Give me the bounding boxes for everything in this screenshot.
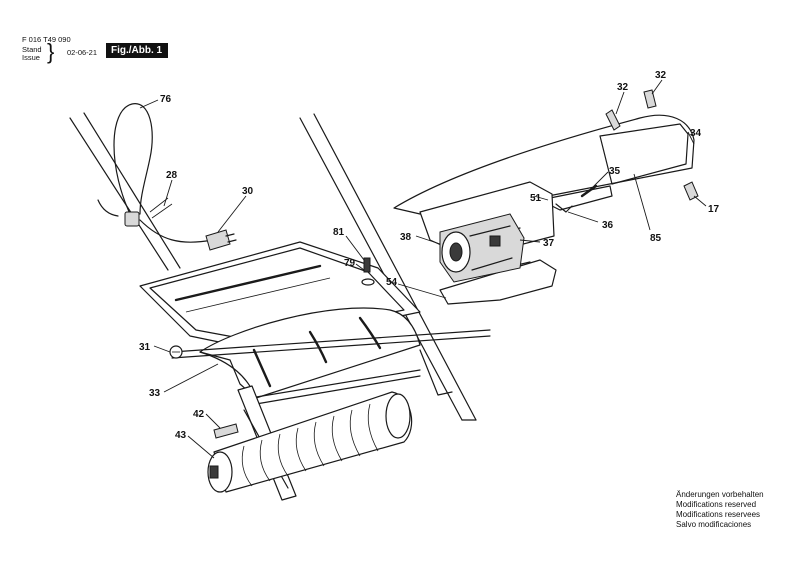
rod — [171, 329, 491, 405]
screw-17 — [683, 181, 699, 201]
part-labels: 76 28 30 32 32 34 35 51 17 36 85 38 37 8… — [139, 70, 720, 441]
part-number-31: 31 — [139, 342, 151, 353]
handle-frame — [69, 112, 477, 421]
part-number-32b: 32 — [655, 70, 667, 81]
modification-notes: Änderungen vorbehalten Modifications res… — [676, 490, 764, 530]
clip-35 — [580, 184, 598, 198]
brace-icon: } — [47, 39, 55, 64]
part-number-36: 36 — [602, 220, 614, 231]
part-number-30: 30 — [242, 186, 254, 197]
part-number-34: 34 — [690, 128, 702, 139]
note-french: Modifications reservees — [676, 510, 761, 519]
part-number-76: 76 — [160, 94, 172, 105]
part-number-79: 79 — [344, 258, 356, 269]
part-number-32a: 32 — [617, 82, 629, 93]
screw-32b — [643, 89, 657, 109]
part-number-42: 42 — [193, 409, 205, 420]
note-english: Modifications reserved — [676, 500, 757, 509]
pin — [213, 423, 239, 439]
part-number-37: 37 — [543, 238, 555, 249]
part-number-35: 35 — [609, 166, 621, 177]
part-number-33: 33 — [149, 388, 161, 399]
part-number-54: 54 — [386, 277, 398, 288]
part-number-28: 28 — [166, 170, 178, 181]
issue-label: Issue — [22, 53, 40, 62]
plug — [205, 229, 237, 251]
document-number: F 016 T49 090 — [22, 35, 71, 44]
issue-date: 02-06-21 — [67, 48, 98, 57]
screw-79 — [361, 257, 375, 286]
part-number-81: 81 — [333, 227, 345, 238]
screw-32a — [605, 109, 621, 131]
note-german: Änderungen vorbehalten — [676, 490, 764, 499]
motor — [439, 213, 525, 283]
stand-label: Stand — [22, 45, 42, 54]
note-spanish: Salvo modificaciones — [676, 520, 752, 529]
cable — [113, 103, 213, 243]
clip-36 — [555, 203, 573, 213]
screw-31 — [169, 345, 183, 359]
part-number-17: 17 — [708, 204, 720, 215]
part-number-51: 51 — [530, 193, 542, 204]
leader-lines — [139, 79, 707, 459]
part-number-43: 43 — [175, 430, 187, 441]
part-number-38: 38 — [400, 232, 412, 243]
part-number-85: 85 — [650, 233, 662, 244]
figure-label: Fig./Abb. 1 — [106, 43, 169, 58]
roller — [207, 391, 413, 493]
